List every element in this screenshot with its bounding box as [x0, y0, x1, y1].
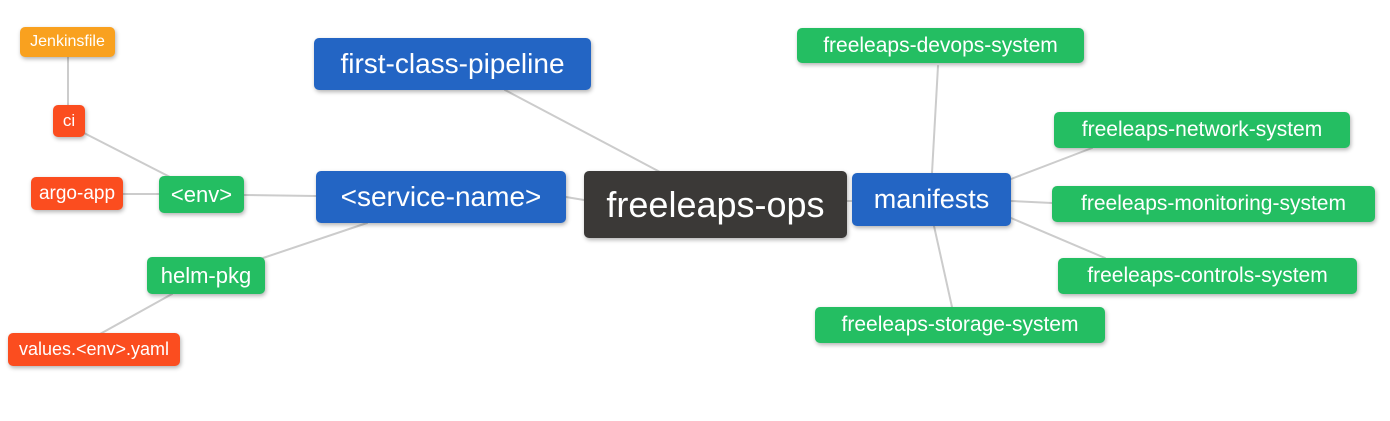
edge-helm-pkg-to-service-name: [262, 222, 368, 259]
edge-ci-to-env: [83, 132, 171, 178]
node-freeleaps-storage-system[interactable]: freeleaps-storage-system: [815, 307, 1105, 343]
edge-service-name-to-freeleaps-ops: [565, 196, 585, 201]
edge-manifests-to-freeleaps-network-system: [1010, 147, 1093, 180]
edge-manifests-to-freeleaps-devops-system: [931, 65, 939, 174]
edge-first-class-pipeline-to-freeleaps-ops: [504, 89, 661, 173]
node-freeleaps-monitoring-system[interactable]: freeleaps-monitoring-system: [1052, 186, 1375, 222]
node-first-class-pipeline[interactable]: first-class-pipeline: [314, 38, 591, 90]
edge-manifests-to-freeleaps-monitoring-system: [1010, 200, 1053, 204]
edge-manifests-to-freeleaps-controls-system: [1010, 217, 1106, 259]
edge-manifests-to-freeleaps-storage-system: [933, 225, 953, 308]
node-manifests[interactable]: manifests: [852, 173, 1011, 226]
node-service-name[interactable]: <service-name>: [316, 171, 566, 223]
node-ci[interactable]: ci: [53, 105, 85, 137]
node-freeleaps-devops-system[interactable]: freeleaps-devops-system: [797, 28, 1084, 63]
node-jenkinsfile[interactable]: Jenkinsfile: [20, 27, 115, 57]
edge-env-to-service-name: [243, 194, 317, 197]
node-freeleaps-controls-system[interactable]: freeleaps-controls-system: [1058, 258, 1357, 294]
node-values-env-yaml[interactable]: values.<env>.yaml: [8, 333, 180, 366]
node-freeleaps-network-system[interactable]: freeleaps-network-system: [1054, 112, 1350, 148]
node-env[interactable]: <env>: [159, 176, 244, 213]
edge-helm-pkg-to-values-env-yaml: [99, 293, 173, 335]
node-argo-app[interactable]: argo-app: [31, 177, 123, 210]
node-freeleaps-ops[interactable]: freeleaps-ops: [584, 171, 847, 238]
node-helm-pkg[interactable]: helm-pkg: [147, 257, 265, 294]
